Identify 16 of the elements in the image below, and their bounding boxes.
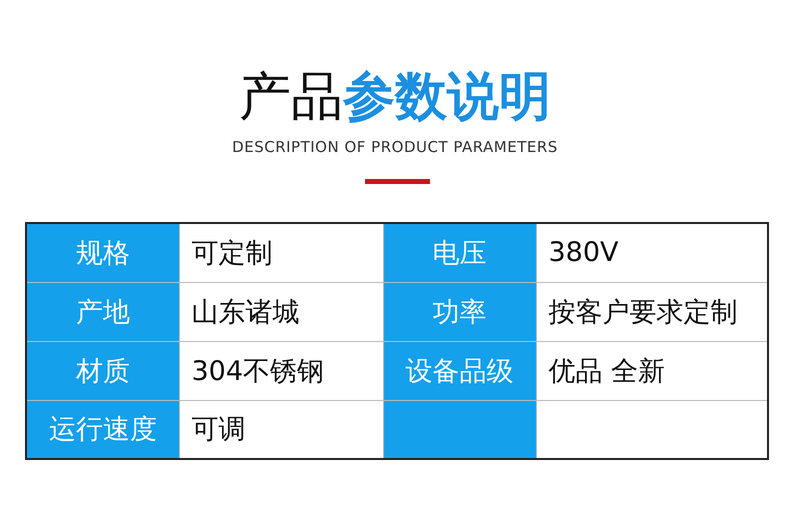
parameter-value: 按客户要求定制	[548, 296, 738, 328]
parameter-value: 380V	[548, 237, 619, 268]
parameter-name: 运行速度	[48, 414, 157, 446]
parameter-name: 设备品级	[406, 356, 514, 386]
parameter-name: 电压	[432, 238, 486, 269]
parameter-value: 可调	[192, 414, 246, 446]
page-title: 产品参数说明	[238, 66, 552, 129]
parameter-name: 材质	[76, 356, 130, 386]
parameter-name: 产地	[76, 296, 130, 328]
page-subtitle: DESCRIPTION OF PRODUCT PARAMETERS	[231, 138, 559, 156]
parameter-value: 优品 全新	[548, 356, 666, 386]
parameter-name: 规格	[76, 238, 130, 269]
parameter-value: 山东诸城	[192, 296, 300, 328]
parameter-name: 功率	[432, 296, 486, 328]
parameter-value: 304不锈钢	[192, 356, 324, 386]
parameter-value: 可定制	[192, 238, 272, 269]
